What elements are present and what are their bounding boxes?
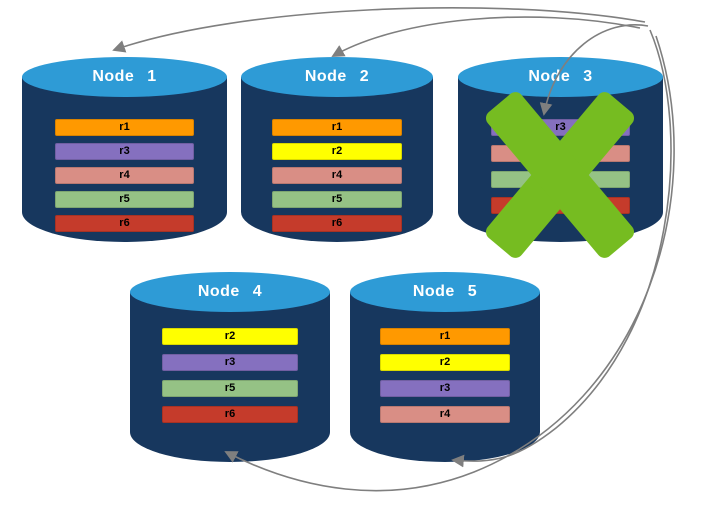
replica-bar: r6 [271, 215, 403, 232]
cylinder-top: Node 3 [458, 57, 663, 97]
cylinder-top: Node 5 [350, 272, 540, 312]
node-title: Node 2 [304, 68, 370, 85]
replica-list: r1 r3 r4 r5 r6 [54, 119, 195, 232]
replica-bar: r6 [162, 406, 298, 423]
node-4: Node 4 r2 r3 r5 r6 [130, 272, 330, 462]
replica-bar: r2 [162, 328, 298, 345]
node-5: Node 5 r1 r2 r3 r4 [350, 272, 540, 462]
replica-bar: r5 [54, 191, 195, 208]
replica-bar: r4 [271, 167, 403, 184]
replica-bar: r2 [380, 354, 510, 371]
node-title: Node 1 [92, 68, 157, 85]
node-title: Node 5 [412, 283, 478, 300]
replica-bar: r5 [162, 380, 298, 397]
cylinder-top: Node 1 [22, 57, 227, 97]
node-2: Node 2 r1 r2 r4 r5 r6 [241, 57, 433, 242]
node-title: Node 3 [528, 68, 593, 85]
replica-list: r1 r2 r4 r5 r6 [271, 119, 403, 232]
replica-bar: r3 [380, 380, 510, 397]
replica-bar: r1 [380, 328, 510, 345]
replica-bar: r5 [271, 191, 403, 208]
node-title: Node 4 [197, 283, 263, 300]
node-1: Node 1 r1 r3 r4 r5 r6 [22, 57, 227, 242]
replica-list: r1 r2 r3 r4 [380, 328, 510, 423]
replica-bar: r2 [271, 143, 403, 160]
node-3-failed: Node 3 r3 r4 r5 r6 [458, 57, 663, 262]
replica-bar: r3 [162, 354, 298, 371]
arrow-to-node-2 [331, 16, 641, 57]
cylinder-top: Node 4 [130, 272, 330, 312]
arrow-to-node-1 [112, 7, 646, 53]
cylinder-top: Node 2 [241, 57, 433, 97]
replica-bar: r4 [54, 167, 195, 184]
replica-bar: r6 [54, 215, 195, 232]
replica-bar: r3 [54, 143, 195, 160]
replica-list: r2 r3 r5 r6 [162, 328, 298, 423]
replica-bar: r4 [380, 406, 510, 423]
replica-bar: r1 [54, 119, 195, 136]
replica-bar: r1 [271, 119, 403, 136]
